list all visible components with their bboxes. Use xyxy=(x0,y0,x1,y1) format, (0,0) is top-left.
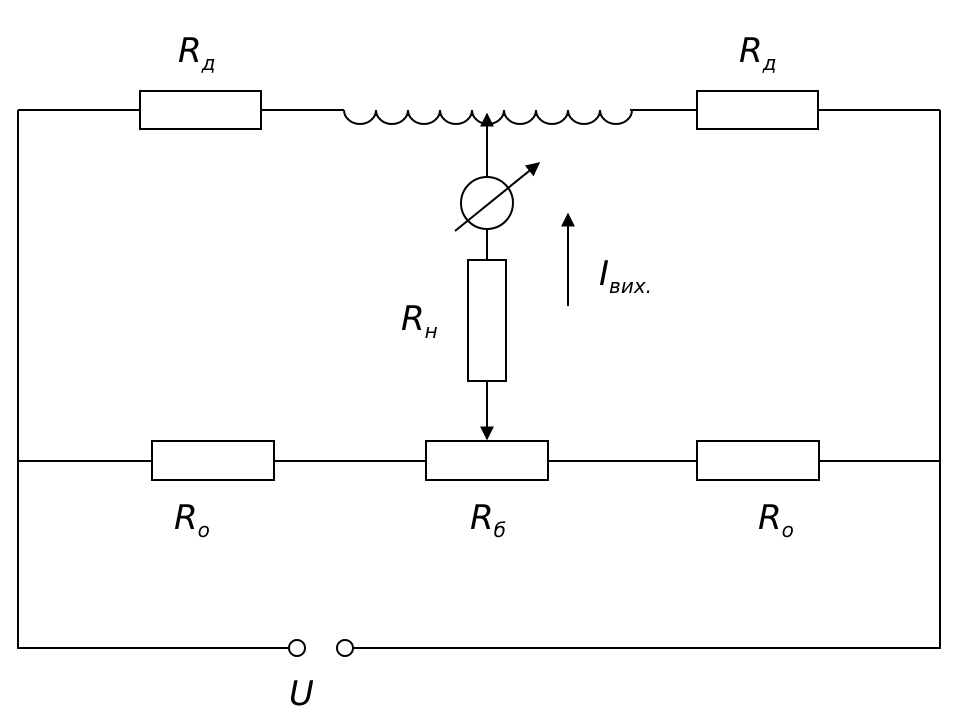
top-left-resistor xyxy=(139,90,262,130)
supply-terminal-left xyxy=(288,639,306,657)
ammeter-adjust-arrow xyxy=(454,162,541,232)
label-u: U xyxy=(289,674,314,714)
bottom-right-resistor xyxy=(696,440,820,481)
label-ro-right: Rо xyxy=(758,498,794,542)
label-rd-left: Rд xyxy=(178,31,215,75)
label-rd-right: Rд xyxy=(739,31,776,75)
supply-terminal-right xyxy=(336,639,354,657)
label-rn: Rн xyxy=(401,299,438,343)
label-iout: Iвих. xyxy=(599,254,652,298)
outer-frame-wires xyxy=(17,109,941,649)
balance-resistor xyxy=(425,440,549,481)
ammeter-circle xyxy=(460,176,514,230)
top-right-resistor xyxy=(696,90,819,130)
label-ro-left: Rо xyxy=(174,498,210,542)
load-resistor xyxy=(467,259,507,382)
label-rb: Rб xyxy=(470,498,506,542)
bottom-left-resistor xyxy=(151,440,275,481)
